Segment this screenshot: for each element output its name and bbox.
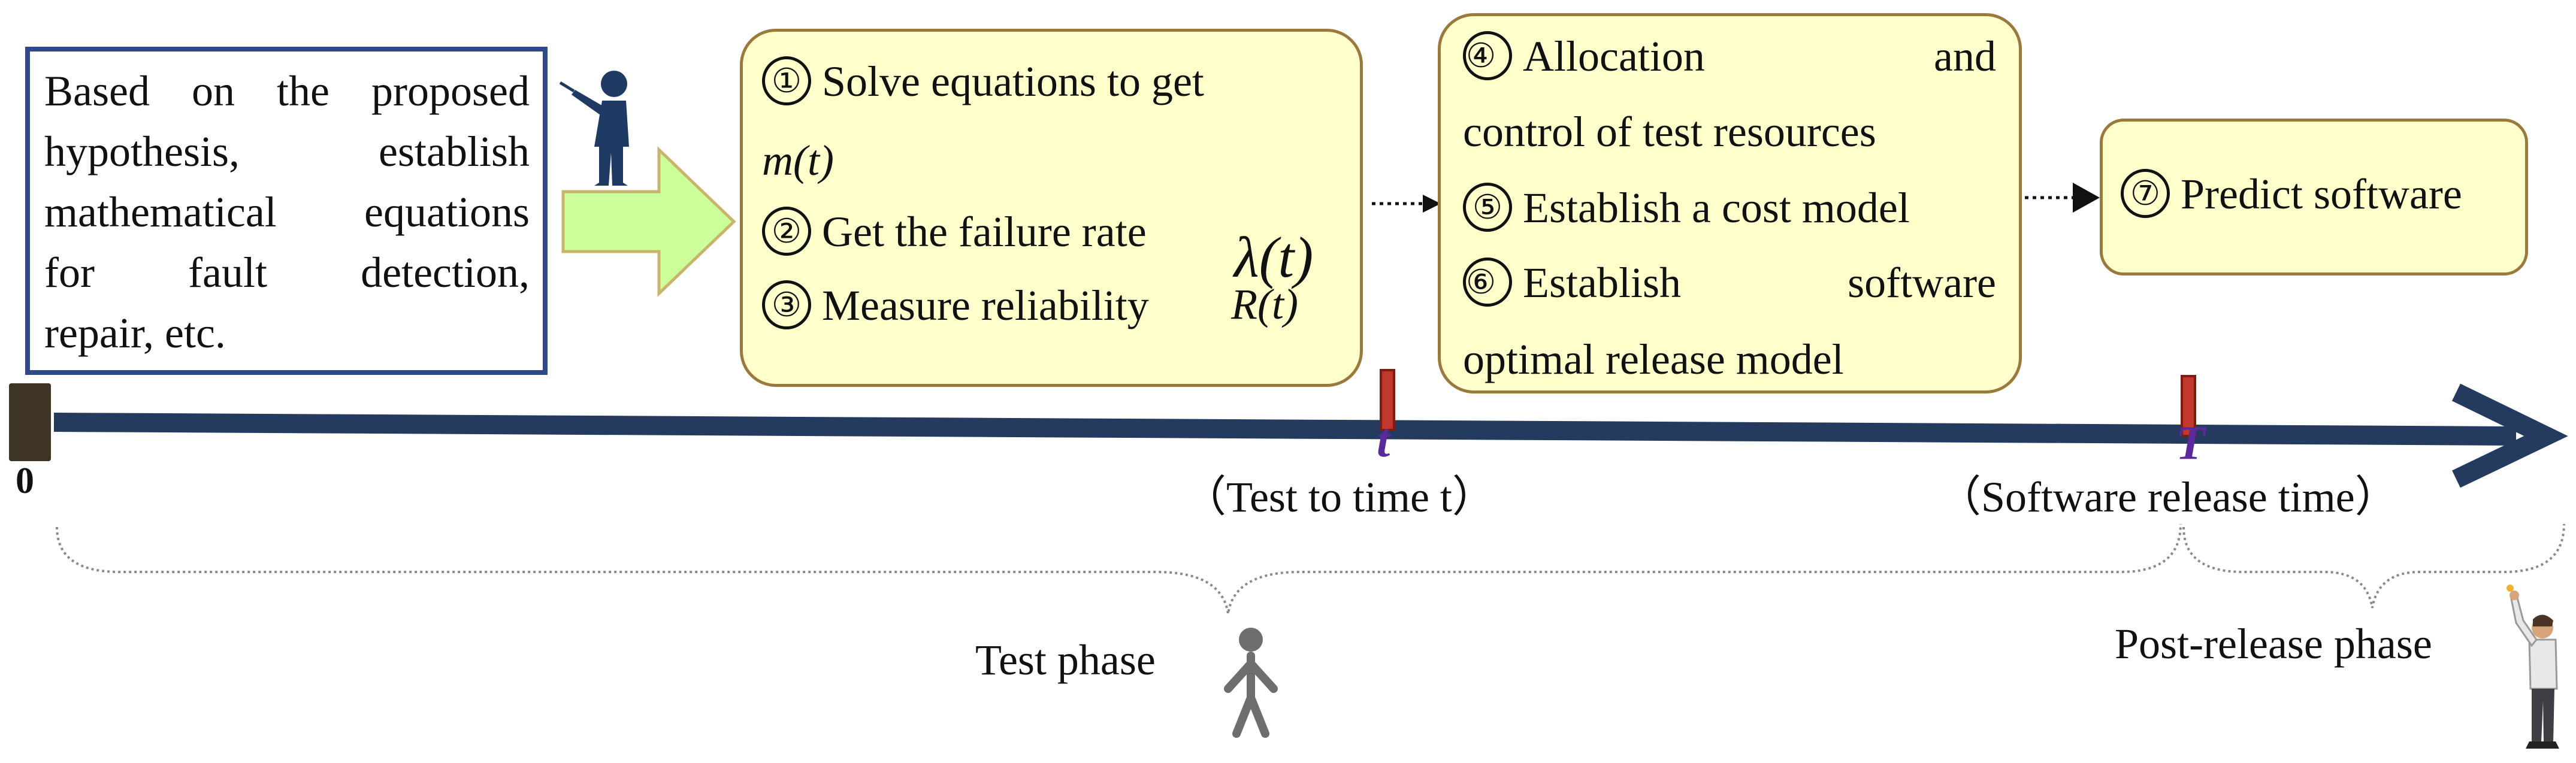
software-release-time-label: （Software release time） — [1938, 473, 2398, 521]
step2-text: Get the failure rate — [822, 208, 1147, 256]
step7-text: Predict software — [2181, 170, 2462, 218]
post-release-phase-brace — [2182, 523, 2565, 608]
step1-math: m(t) — [762, 137, 834, 184]
step1-text: Solve equations to get — [822, 57, 1204, 105]
presenter-icon — [559, 71, 629, 186]
step2-math: λ(t) — [1234, 225, 1314, 289]
marker-t-label: t — [1377, 414, 1390, 467]
marker-T-post — [2181, 375, 2196, 437]
intro-line-1: Based on the proposed — [44, 67, 530, 115]
test-phase-label: Test phase — [975, 636, 1156, 684]
step-box-3 — [2100, 119, 2528, 275]
step4-line-2: control of test resources — [1463, 108, 1876, 156]
marker-t-post — [1380, 369, 1395, 431]
test-phase-brace — [56, 523, 2182, 614]
step5-number: ⑤ — [1463, 183, 1512, 232]
step7-number: ⑦ — [2121, 169, 2170, 218]
step6-text-1: Establish software — [1523, 259, 1996, 307]
origin-block — [9, 383, 51, 461]
intro-line-2: hypothesis, establish — [44, 128, 530, 175]
origin-label: 0 — [16, 461, 34, 501]
step6-number: ⑥ — [1463, 258, 1512, 307]
pointing-person-icon — [2507, 585, 2559, 749]
green-arrow — [561, 146, 736, 297]
person-icon — [1224, 628, 1278, 738]
step3-math: R(t) — [1231, 280, 1298, 328]
test-to-time-label: （Test to time t） — [1183, 473, 1495, 521]
post-release-phase-label: Post-release phase — [2115, 620, 2432, 668]
dotted-connector-1-head — [1423, 195, 1441, 213]
step5-text: Establish a cost model — [1523, 184, 1910, 232]
step4-number: ④ — [1463, 31, 1512, 80]
timeline-arrowhead — [2451, 383, 2568, 488]
step2-number: ② — [762, 207, 811, 256]
step4-text-1: Allocation and — [1523, 32, 1996, 80]
intro-line-3: mathematical equations — [44, 188, 530, 236]
timeline-line — [53, 413, 2517, 446]
step6-line-2: optimal release model — [1463, 335, 1844, 383]
step-box-2 — [1438, 13, 2022, 393]
dotted-connector-2-head — [2073, 183, 2100, 213]
step1-number: ① — [762, 56, 811, 105]
intro-line-5: repair, etc. — [44, 309, 226, 357]
intro-line-4: for fault detection, — [44, 249, 530, 296]
step-box-1 — [740, 29, 1363, 387]
intro-box: Based on the proposed hypothesis, establ… — [25, 47, 548, 375]
step3-text: Measure reliability — [822, 281, 1149, 329]
marker-T-label: T — [2176, 417, 2205, 470]
step3-number: ③ — [762, 280, 811, 329]
